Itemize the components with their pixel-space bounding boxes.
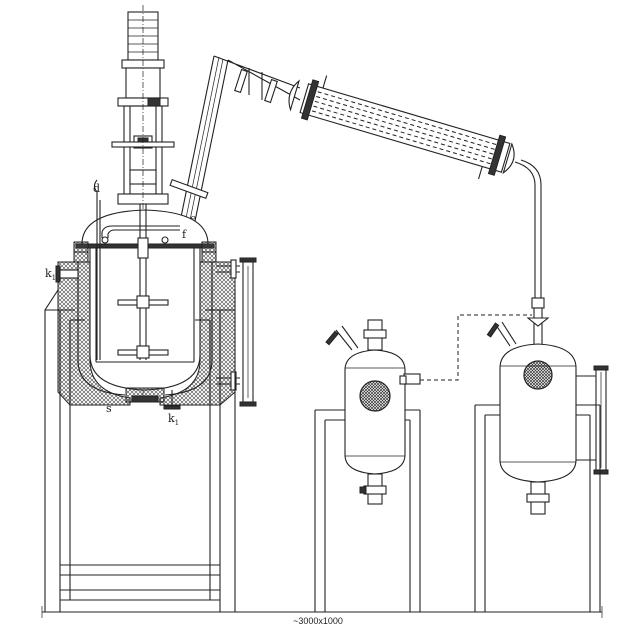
reactor-stand — [44, 289, 236, 612]
condenser-inlet — [213, 55, 301, 104]
motor — [117, 11, 169, 107]
receiver-tank-2 — [486, 321, 609, 515]
label-k1-side: k1 — [45, 267, 56, 282]
vapor-column: e — [169, 55, 229, 227]
dimension: ~3000x1000 — [41, 606, 603, 626]
sight-window-icon — [523, 360, 553, 390]
label-e: e — [190, 212, 197, 225]
sight-window-icon — [359, 380, 391, 412]
transfer-line — [420, 314, 532, 381]
receiver-stand-1 — [314, 409, 421, 612]
label-k1-bottom: k1 — [168, 412, 179, 427]
dimension-label: ~3000x1000 — [293, 616, 343, 626]
condensate-pipe — [514, 159, 550, 347]
drive-frame — [111, 5, 175, 400]
receiver-tank-1 — [325, 319, 421, 505]
reactor-sight-glass — [239, 257, 257, 407]
condenser — [288, 75, 515, 180]
reactor-vessel: d f k1 s k1 — [45, 179, 240, 427]
label-d: d — [93, 182, 100, 195]
label-s: s — [106, 402, 112, 415]
label-f: f — [182, 228, 187, 241]
receiver-stand-2 — [474, 404, 601, 612]
